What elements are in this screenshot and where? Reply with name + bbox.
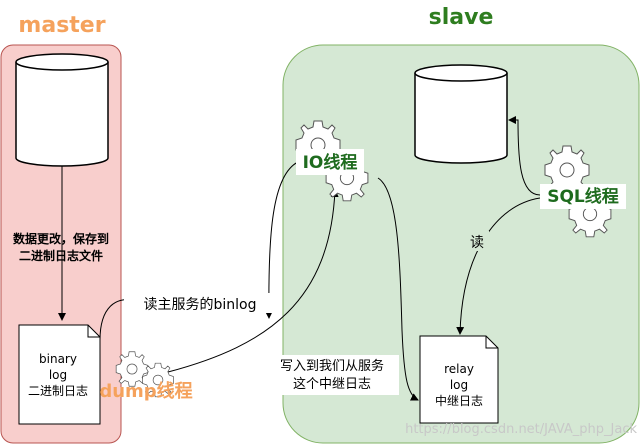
sql-to-slave-db-arrow [508,116,541,196]
master-title: master [18,13,105,38]
read-binlog-label: 读主服务的binlog [144,296,257,313]
io-thread-label: IO线程 [303,152,358,173]
write-relay-label-background [265,355,399,395]
dump-thread-label: dump线程 [99,380,192,402]
master-database-icon [15,53,109,167]
binary-log-line2: log [49,368,67,382]
dump-to-io-arrow [167,189,339,373]
write-relay-label-line1: 写入到我们从服务 [280,358,384,374]
binary-log-line1: binary [39,352,77,366]
master-db-note-line1: 数据更改，保存到 [13,231,109,246]
relay-log-document-icon [419,335,499,424]
write-relay-label-line2: 这个中继日志 [293,376,371,392]
relay-log-line3: 中继日志 [435,393,483,408]
sql-label-background [540,184,626,209]
binary-log-line3: 二进制日志 [28,384,88,398]
io-read-binlog-arrow [264,161,299,319]
relay-log-line2: log [450,378,468,392]
watermark-text: https://blog.csdn.net/JAVA_php_Jack [405,422,637,437]
read-label-background [465,231,489,251]
slave-database-icon [414,64,508,164]
read-binlog-label-background [124,293,276,313]
binary-log-document-icon [18,324,101,425]
io-label-background [296,149,364,175]
slave-title: slave [429,5,494,30]
read-label: 读 [470,234,484,251]
sql-thread-label: SQL线程 [547,186,619,207]
master-db-note-line2: 二进制日志文件 [19,248,103,263]
slave-panel [282,44,640,444]
relay-log-line1: relay [444,362,474,376]
io-to-relay-arrow [377,177,419,401]
